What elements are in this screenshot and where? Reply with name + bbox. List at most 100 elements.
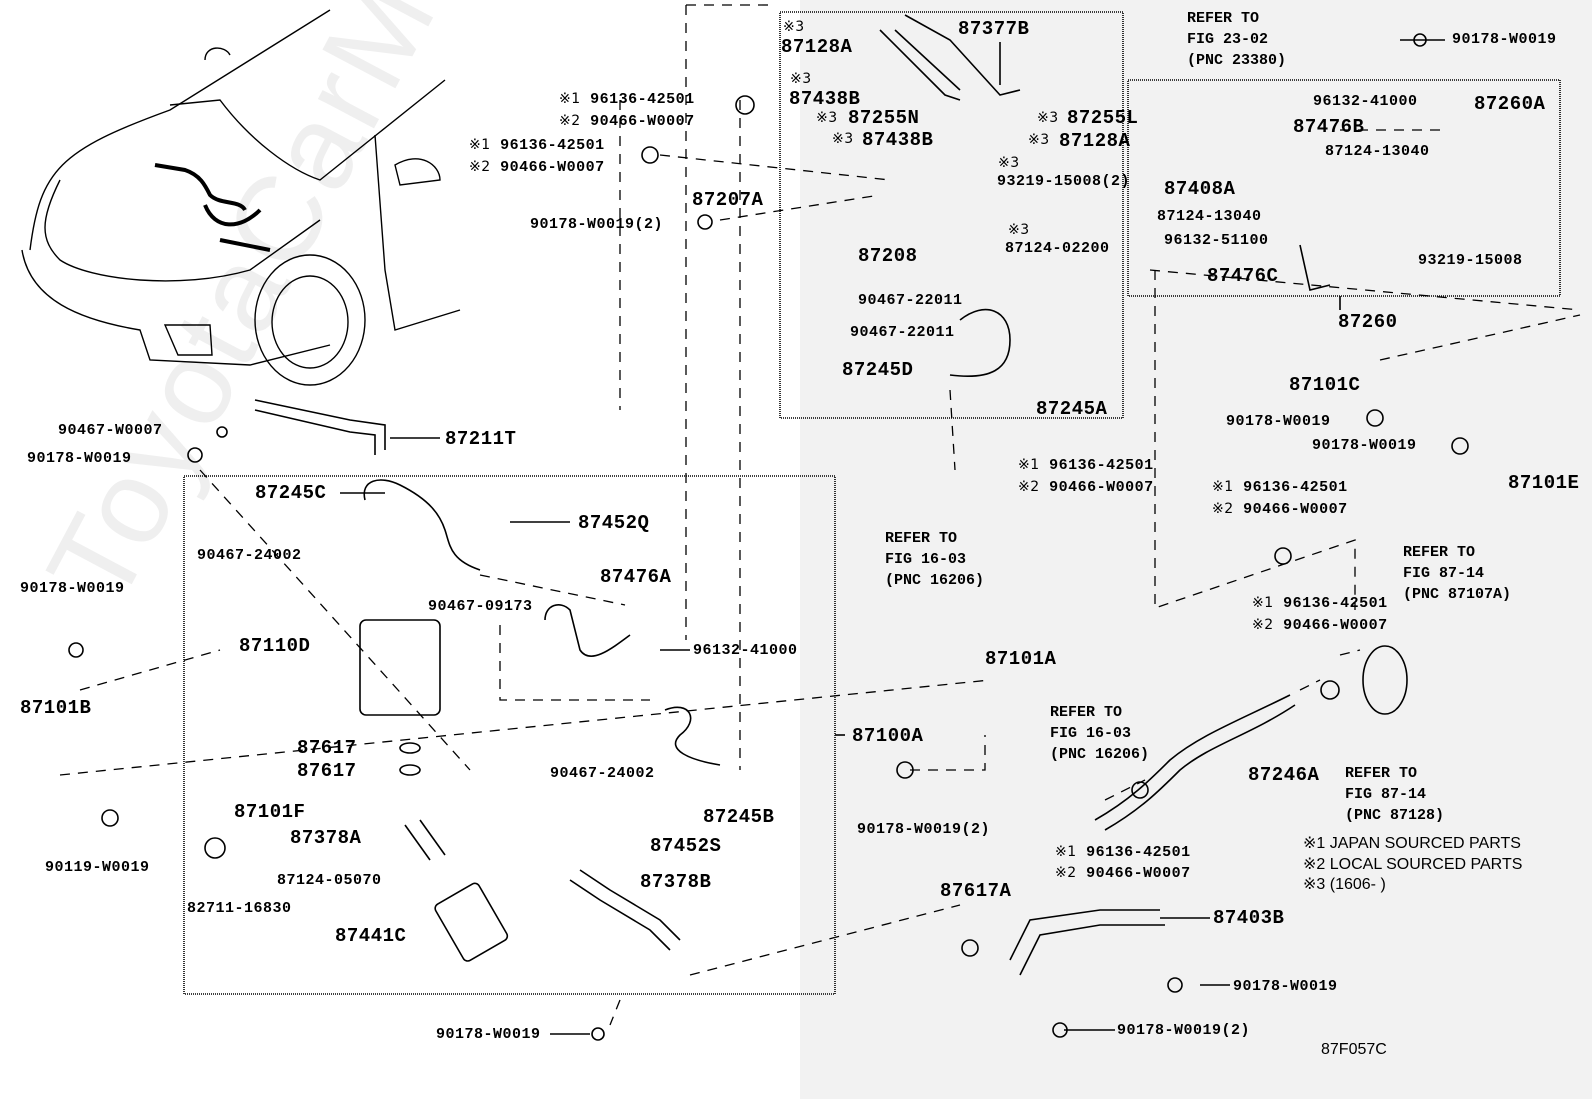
reference-fig-16-03-2[interactable]: REFER TO FIG 16-03 (PNC 16206) xyxy=(1050,704,1150,763)
part-label-87245C[interactable]: 87245C xyxy=(255,482,327,504)
note-mark: ※3 xyxy=(1037,110,1059,126)
reference-fig-87-14-pnc-87128[interactable]: REFER TO FIG 87-14 (PNC 87128) xyxy=(1345,765,1445,824)
part-label-90178-W0019-r[interactable]: 90178-W0019 xyxy=(1233,978,1338,995)
note-mark: ※3 xyxy=(998,155,1020,171)
note-mark: ※2 xyxy=(1055,865,1077,881)
part-label-90178-W0019-l1[interactable]: 90178-W0019 xyxy=(27,450,132,467)
figure-code: 87F057C xyxy=(1321,1041,1387,1058)
part-label-87452S[interactable]: 87452S xyxy=(650,835,722,857)
part-label-87378B[interactable]: 87378B xyxy=(640,871,712,893)
part-label-87476A[interactable]: 87476A xyxy=(600,566,672,588)
part-label-96132-41000-2[interactable]: 96132-41000 xyxy=(693,642,798,659)
reference-fig-87-14-pnc-87107A[interactable]: REFER TO FIG 87-14 (PNC 87107A) xyxy=(1403,544,1512,603)
note-mark: ※1 xyxy=(1018,457,1040,473)
part-label-87617[interactable]: 87617 xyxy=(297,737,357,759)
part-label-90466-W0007-3[interactable]: 90466-W0007 xyxy=(1049,479,1154,496)
part-label-87128A-2[interactable]: 87128A xyxy=(1059,130,1131,152)
part-label-90466-W0007-2[interactable]: 90466-W0007 xyxy=(500,159,605,176)
part-label-87124-13040[interactable]: 87124-13040 xyxy=(1325,143,1430,160)
part-label-87408A[interactable]: 87408A xyxy=(1164,178,1236,200)
part-label-87208[interactable]: 87208 xyxy=(858,245,918,267)
part-label-87124-05070[interactable]: 87124-05070 xyxy=(277,872,382,889)
part-label-90466-W0007-5[interactable]: 90466-W0007 xyxy=(1283,617,1388,634)
part-label-87378A[interactable]: 87378A xyxy=(290,827,362,849)
part-label-96136-42501[interactable]: 96136-42501 xyxy=(590,91,695,108)
note-mark: ※1 xyxy=(1252,595,1274,611)
note-mark: ※2 xyxy=(1212,501,1234,517)
part-label-87438B[interactable]: 87438B xyxy=(789,88,861,110)
car-illustration xyxy=(21,9,461,386)
part-label-87101B[interactable]: 87101B xyxy=(20,697,92,719)
part-label-87260[interactable]: 87260 xyxy=(1338,311,1398,333)
part-label-90178-W0019-2[interactable]: 90178-W0019(2) xyxy=(530,216,664,233)
reference-fig-16-03[interactable]: REFER TO FIG 16-03 (PNC 16206) xyxy=(885,530,985,589)
part-label-96136-42501-6[interactable]: 96136-42501 xyxy=(1086,844,1191,861)
note-mark: ※3 xyxy=(816,110,838,126)
note-mark: ※1 xyxy=(469,137,491,153)
part-label-90178-W0019-2-c[interactable]: 90178-W0019(2) xyxy=(1117,1022,1251,1039)
part-label-87452Q[interactable]: 87452Q xyxy=(578,512,650,534)
part-label-90467-24002-2[interactable]: 90467-24002 xyxy=(550,765,655,782)
part-label-90119-W0019[interactable]: 90119-W0019 xyxy=(45,859,150,876)
note-mark: ※3 xyxy=(1028,132,1050,148)
part-label-90178-W0019-2-b[interactable]: 90178-W0019(2) xyxy=(857,821,991,838)
part-label-87441C[interactable]: 87441C xyxy=(335,925,407,947)
part-label-90178-W0019-bot[interactable]: 90178-W0019 xyxy=(436,1026,541,1043)
part-label-87128A[interactable]: 87128A xyxy=(781,36,853,58)
part-label-90467-09173[interactable]: 90467-09173 xyxy=(428,598,533,615)
part-label-96136-42501-5[interactable]: 96136-42501 xyxy=(1283,595,1388,612)
part-label-87255L[interactable]: 87255L xyxy=(1067,107,1139,129)
part-label-90467-22011[interactable]: 90467-22011 xyxy=(858,292,963,309)
note-mark: ※1 xyxy=(559,91,581,107)
part-label-87476B[interactable]: 87476B xyxy=(1293,116,1365,138)
part-label-87245B[interactable]: 87245B xyxy=(703,806,775,828)
part-label-87438B-2[interactable]: 87438B xyxy=(862,129,934,151)
part-label-96132-41000[interactable]: 96132-41000 xyxy=(1313,93,1418,110)
part-label-87377B[interactable]: 87377B xyxy=(958,18,1030,40)
part-label-93219-15008[interactable]: 93219-15008 xyxy=(1418,252,1523,269)
part-label-87617-2[interactable]: 87617 xyxy=(297,760,357,782)
part-label-87101A[interactable]: 87101A xyxy=(985,648,1057,670)
part-label-87207A[interactable]: 87207A xyxy=(692,189,764,211)
part-label-93219-15008-2[interactable]: 93219-15008(2) xyxy=(997,173,1131,190)
part-label-90466-W0007-6[interactable]: 90466-W0007 xyxy=(1086,865,1191,882)
part-label-87101F[interactable]: 87101F xyxy=(234,801,306,823)
part-label-87255N[interactable]: 87255N xyxy=(848,107,920,129)
part-label-87101E[interactable]: 87101E xyxy=(1508,472,1580,494)
part-label-90466-W0007-4[interactable]: 90466-W0007 xyxy=(1243,501,1348,518)
reference-fig-23-02[interactable]: REFER TO FIG 23-02 (PNC 23380) xyxy=(1187,10,1287,69)
part-label-87101C[interactable]: 87101C xyxy=(1289,374,1361,396)
part-label-90178-W0019-l2[interactable]: 90178-W0019 xyxy=(20,580,125,597)
part-label-90467-24002[interactable]: 90467-24002 xyxy=(197,547,302,564)
part-label-90467-22011-2[interactable]: 90467-22011 xyxy=(850,324,955,341)
part-label-87100A[interactable]: 87100A xyxy=(852,725,924,747)
part-label-96136-42501-3[interactable]: 96136-42501 xyxy=(1049,457,1154,474)
note-mark: ※3 xyxy=(783,19,805,35)
part-label-96136-42501-4[interactable]: 96136-42501 xyxy=(1243,479,1348,496)
note-mark: ※2 xyxy=(1252,617,1274,633)
part-label-87110D[interactable]: 87110D xyxy=(239,635,311,657)
part-label-90178-W0019-c2[interactable]: 90178-W0019 xyxy=(1312,437,1417,454)
part-label-90178-W0019[interactable]: 90178-W0019 xyxy=(1452,31,1557,48)
part-label-90178-W0019-c1[interactable]: 90178-W0019 xyxy=(1226,413,1331,430)
part-label-87211T[interactable]: 87211T xyxy=(445,428,517,450)
part-label-96132-51100[interactable]: 96132-51100 xyxy=(1164,232,1269,249)
legend-item-2: ※2 LOCAL SOURCED PARTS xyxy=(1303,856,1523,873)
part-label-90467-W0007[interactable]: 90467-W0007 xyxy=(58,422,163,439)
part-label-87617A[interactable]: 87617A xyxy=(940,880,1012,902)
part-label-96136-42501-2[interactable]: 96136-42501 xyxy=(500,137,605,154)
part-label-90466-W0007[interactable]: 90466-W0007 xyxy=(590,113,695,130)
part-label-87124-02200[interactable]: 87124-02200 xyxy=(1005,240,1110,257)
part-label-87245A[interactable]: 87245A xyxy=(1036,398,1108,420)
part-label-87476C[interactable]: 87476C xyxy=(1207,265,1279,287)
part-label-87245D[interactable]: 87245D xyxy=(842,359,914,381)
part-label-87260A[interactable]: 87260A xyxy=(1474,93,1546,115)
parts-shapes xyxy=(68,14,1469,1041)
part-label-87124-13040-2[interactable]: 87124-13040 xyxy=(1157,208,1262,225)
part-label-87246A[interactable]: 87246A xyxy=(1248,764,1320,786)
note-mark: ※2 xyxy=(1018,479,1040,495)
part-label-82711-16830[interactable]: 82711-16830 xyxy=(187,900,292,917)
note-mark: ※3 xyxy=(832,131,854,147)
part-label-87403B[interactable]: 87403B xyxy=(1213,907,1285,929)
